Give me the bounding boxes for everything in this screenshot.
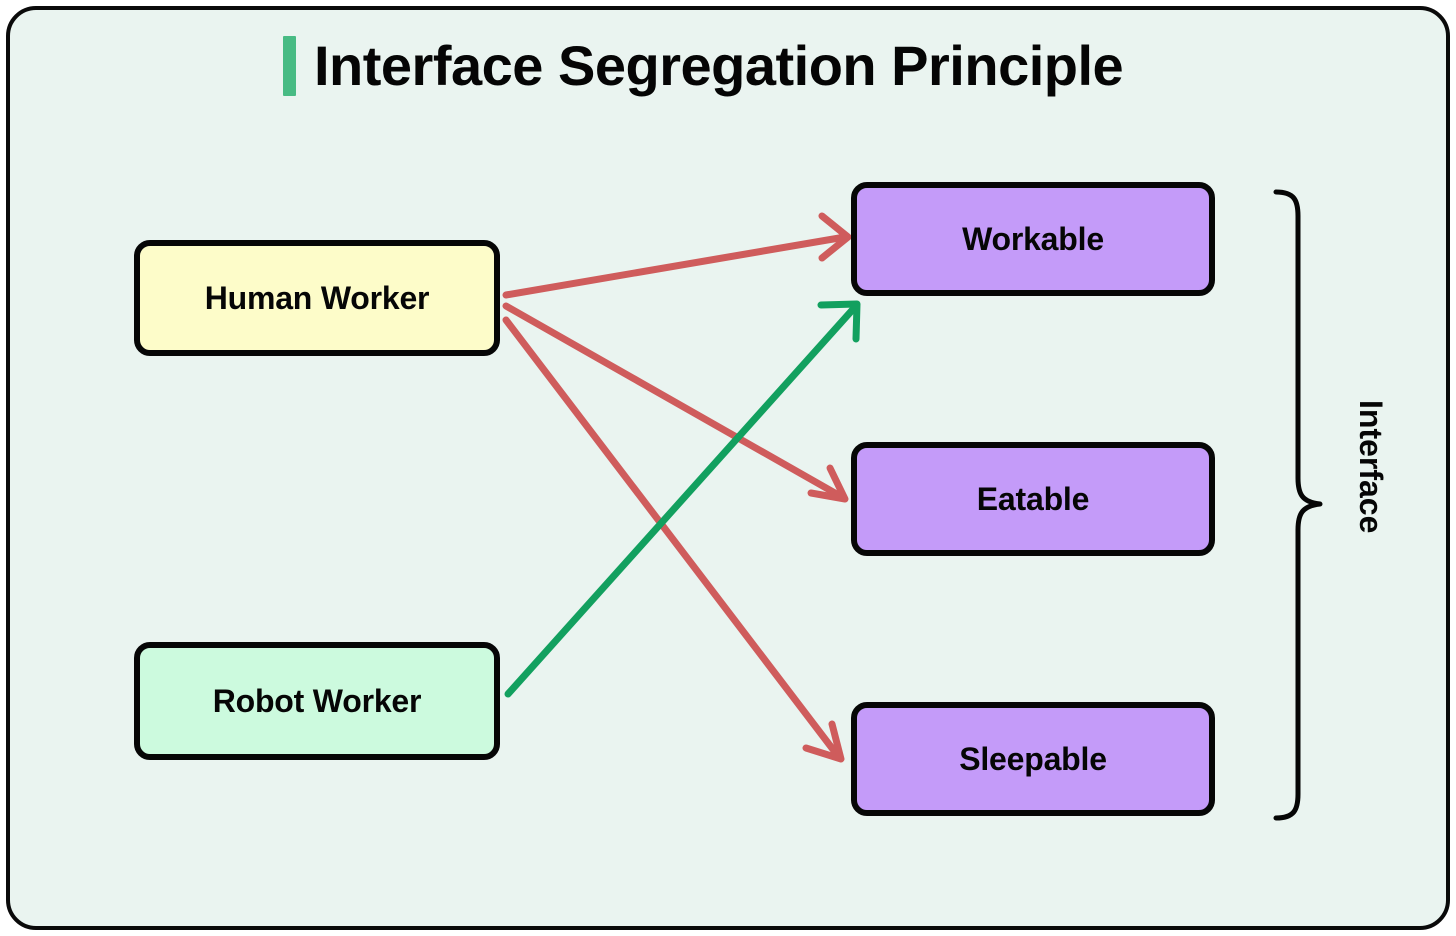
page-title-text: Interface Segregation Principle xyxy=(314,34,1124,97)
node-sleepable[interactable]: Sleepable xyxy=(851,702,1215,816)
node-workable[interactable]: Workable xyxy=(851,182,1215,296)
diagram-frame xyxy=(6,6,1450,930)
node-human-worker[interactable]: Human Worker xyxy=(134,240,500,356)
node-sleepable-label: Sleepable xyxy=(959,740,1107,777)
node-workable-label: Workable xyxy=(962,220,1104,257)
interface-group-label: Interface xyxy=(1353,400,1389,534)
node-eatable-label: Eatable xyxy=(976,480,1090,517)
node-eatable[interactable]: Eatable xyxy=(851,442,1215,556)
title-accent-bar xyxy=(283,36,296,96)
node-robot-worker[interactable]: Robot Worker xyxy=(134,642,500,760)
node-human-worker-label: Human Worker xyxy=(204,279,430,316)
node-robot-worker-label: Robot Worker xyxy=(212,682,422,719)
page-title: Interface Segregation Principle xyxy=(283,30,1124,102)
